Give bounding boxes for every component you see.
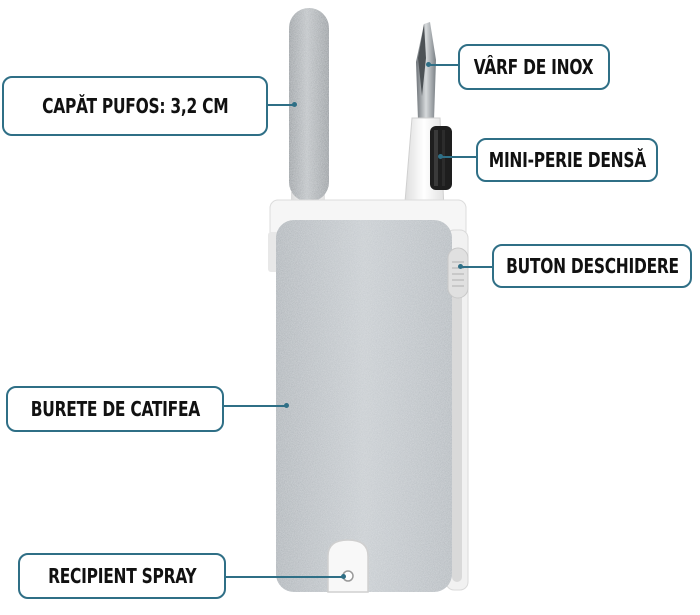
callout-burete-label: BURETE DE CATIFEA (30, 397, 200, 421)
leader-dot-mini-perie (438, 154, 443, 159)
leader-dot-burete (284, 403, 289, 408)
callout-capat-pufos-label: CAPĂT PUFOS: 3,2 CM (41, 94, 229, 118)
leader-dot-buton (458, 264, 463, 269)
leader-buton (460, 266, 494, 268)
leader-dot-recipient (341, 574, 346, 579)
leader-capat-pufos (268, 104, 294, 106)
spray-container (327, 539, 369, 593)
callout-recipient: RECIPIENT SPRAY (18, 553, 226, 599)
velvet-sponge (276, 220, 452, 592)
callout-mini-perie: MINI-PERIE DENSĂ (476, 138, 658, 182)
callout-varf-inox-label: VÂRF DE INOX (474, 55, 594, 79)
stainless-tip-pen (403, 22, 445, 223)
leader-dot-varf-inox (426, 62, 431, 67)
fluffy-tip-brush (289, 8, 329, 214)
callout-recipient-label: RECIPIENT SPRAY (47, 564, 197, 588)
callout-buton-label: BUTON DESCHIDERE (505, 254, 679, 278)
leader-burete (224, 405, 286, 407)
callout-burete: BURETE DE CATIFEA (6, 386, 224, 432)
leader-recipient (225, 576, 343, 578)
callout-mini-perie-label: MINI-PERIE DENSĂ (488, 148, 646, 172)
callout-buton: BUTON DESCHIDERE (492, 244, 692, 288)
leader-dot-capat-pufos (292, 102, 297, 107)
leader-varf-inox (428, 64, 458, 66)
leader-mini-perie (440, 156, 478, 158)
callout-capat-pufos: CAPĂT PUFOS: 3,2 CM (2, 76, 268, 136)
opening-button (447, 247, 469, 299)
callout-varf-inox: VÂRF DE INOX (458, 44, 610, 90)
